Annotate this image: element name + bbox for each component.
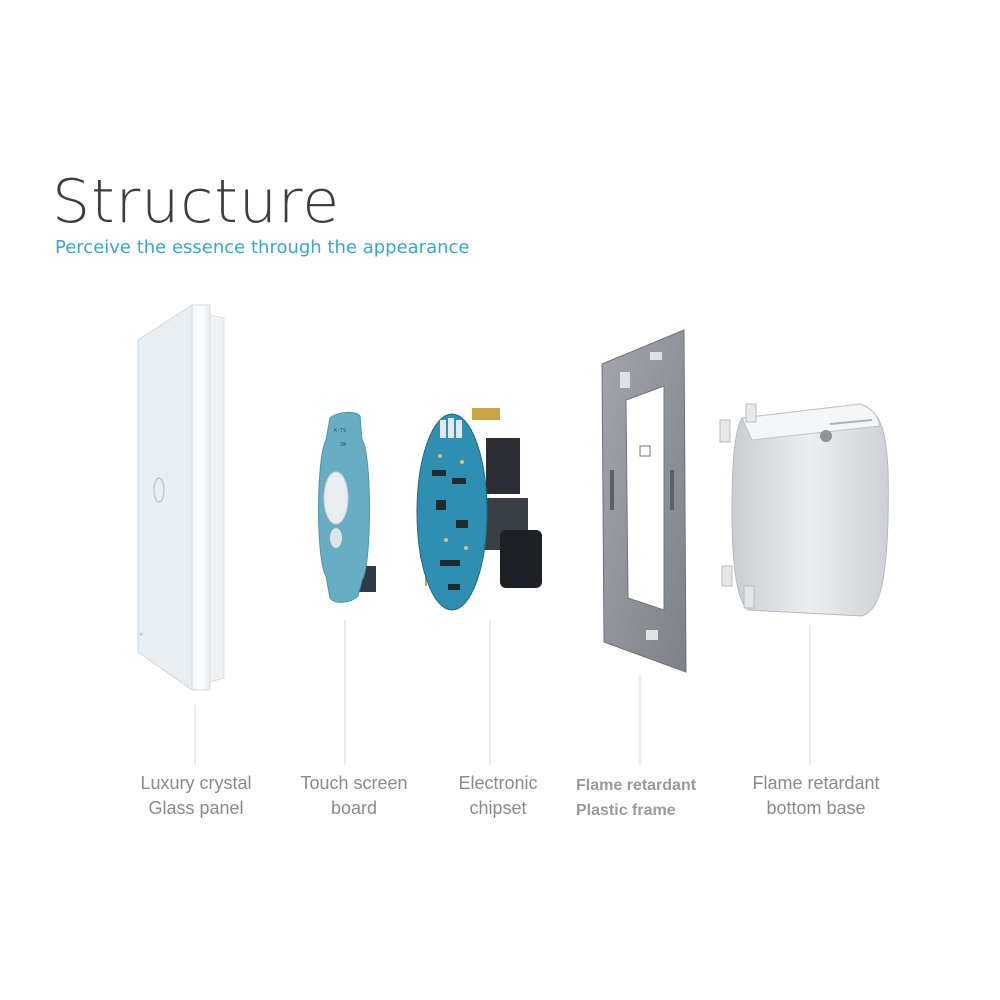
label-line: Touch screen <box>300 773 408 793</box>
metal-frame-icon <box>601 329 687 673</box>
label-plastic-frame: Flame retardant Plastic frame <box>576 773 716 823</box>
label-line: Glass panel <box>148 798 244 818</box>
label-line: Plastic frame <box>576 802 676 819</box>
chipset-icon <box>416 408 542 611</box>
connector-lines <box>194 620 811 765</box>
label-line: board <box>330 798 378 818</box>
touch-board-icon: K-TS SW <box>318 411 376 603</box>
label-line: Flame retardant <box>576 777 697 794</box>
label-line: Luxury crystal <box>140 773 252 793</box>
label-bottom-base: Flame retardant bottom base <box>736 771 896 821</box>
label-line: chipset <box>469 798 527 818</box>
svg-text:K-TS: K-TS <box>334 428 346 434</box>
svg-text:SW: SW <box>340 442 347 448</box>
label-glass-panel: Luxury crystal Glass panel <box>116 771 276 821</box>
glass-panel-icon <box>137 304 225 691</box>
bottom-base-icon <box>719 403 889 617</box>
label-line: Electronic <box>458 773 538 793</box>
page-title: Structure <box>52 167 341 237</box>
label-line: Flame retardant <box>752 773 880 793</box>
label-touch-board: Touch screen board <box>274 771 434 821</box>
label-chipset: Electronic chipset <box>418 771 578 821</box>
page-subtitle: Perceive the essence through the appeara… <box>55 237 470 258</box>
label-line: bottom base <box>766 798 866 818</box>
